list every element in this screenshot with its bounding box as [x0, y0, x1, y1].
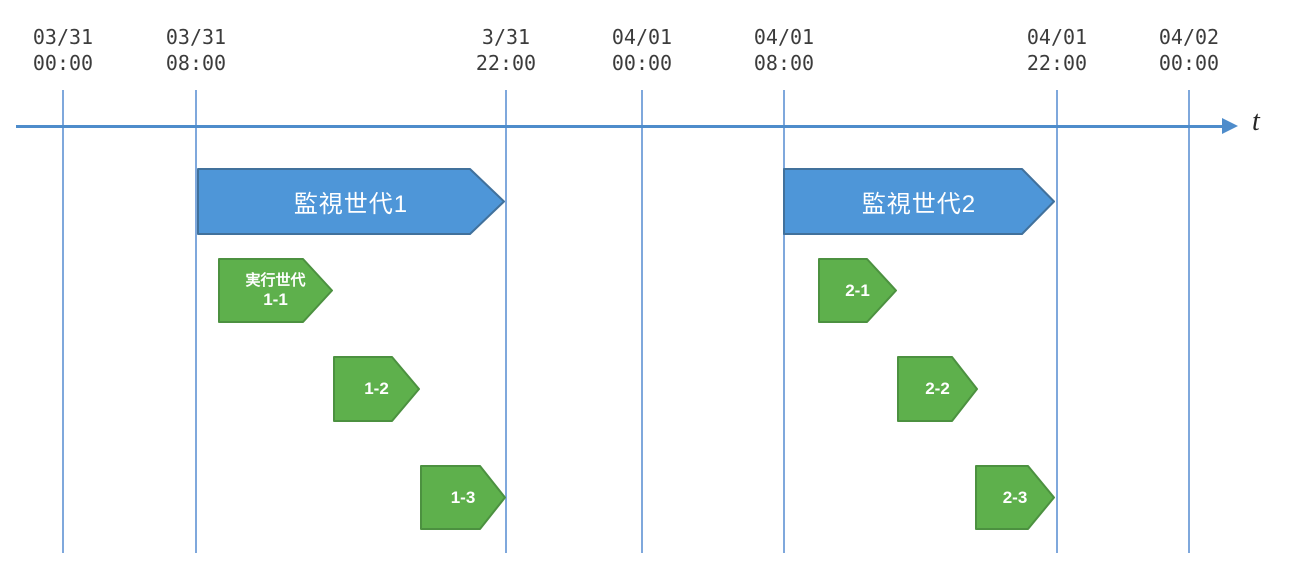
tick-time: 00:00: [611, 51, 673, 75]
exec-generation-1-3-label: 1-3: [450, 487, 476, 507]
monitor-generation-1-bar: 監視世代1: [197, 168, 505, 235]
exec-generation-1-1-chevron: 実行世代 1-1: [218, 258, 333, 323]
tick-date: 04/01: [611, 25, 673, 49]
exec-generation-2-1-label: 2-1: [845, 280, 870, 300]
arrow-bar-shape: [197, 168, 505, 235]
exec-generation-2-3-chevron: 2-3: [975, 465, 1055, 530]
tick-time: 22:00: [475, 51, 537, 75]
exec-generation-title: 実行世代: [245, 271, 306, 289]
monitor-generation-2-label: 監視世代2: [861, 191, 977, 218]
tick-label-0331-0000: 03/31 00:00: [33, 24, 93, 76]
arrow-chevron-shape: [975, 465, 1055, 530]
time-axis-line: [16, 125, 1224, 128]
tick-label-0401-2200: 04/01 22:00: [1027, 24, 1087, 76]
tick-label-0402-0000: 04/02 00:00: [1159, 24, 1219, 76]
tick-time: 00:00: [1158, 51, 1220, 75]
tick-label-0331-2200: 3/31 22:00: [476, 24, 536, 76]
tick-date: 04/01: [1026, 25, 1088, 49]
time-axis-arrowhead-icon: [1222, 118, 1238, 134]
exec-generation-1-2-chevron: 1-2: [333, 356, 420, 422]
exec-generation-1-1-label: 実行世代 1-1: [218, 258, 363, 323]
tick-time: 08:00: [753, 51, 815, 75]
gridline: [1188, 90, 1190, 553]
tick-date: 04/01: [753, 25, 815, 49]
exec-generation-2-3-label: 2-3: [1002, 487, 1028, 507]
time-axis-label: t: [1252, 106, 1260, 137]
arrow-chevron-shape: [818, 258, 897, 323]
arrow-chevron-shape: [333, 356, 420, 422]
arrow-chevron-shape: [218, 258, 333, 323]
gridline: [505, 90, 507, 553]
arrow-chevron-shape: [420, 465, 506, 530]
gridline: [195, 90, 197, 553]
exec-generation-2-1-chevron: 2-1: [818, 258, 897, 323]
tick-label-0331-0800: 03/31 08:00: [166, 24, 226, 76]
exec-generation-2-2-label: 2-2: [925, 379, 950, 398]
exec-generation-number: 1-1: [263, 289, 288, 309]
tick-time: 00:00: [32, 51, 94, 75]
arrow-bar-shape: [783, 168, 1055, 235]
tick-date: 3/31: [481, 25, 531, 49]
arrow-chevron-shape: [897, 356, 978, 422]
tick-label-0401-0800: 04/01 08:00: [754, 24, 814, 76]
gridline: [1056, 90, 1058, 553]
tick-date: 03/31: [165, 25, 227, 49]
gridline: [783, 90, 785, 553]
tick-time: 08:00: [165, 51, 227, 75]
gridline: [641, 90, 643, 553]
exec-generation-1-2-label: 1-2: [364, 379, 389, 398]
monitor-generation-1-label: 監視世代1: [293, 191, 409, 218]
tick-date: 04/02: [1158, 25, 1220, 49]
tick-label-0401-0000: 04/01 00:00: [612, 24, 672, 76]
tick-date: 03/31: [32, 25, 94, 49]
monitor-generation-2-bar: 監視世代2: [783, 168, 1055, 235]
exec-generation-2-2-chevron: 2-2: [897, 356, 978, 422]
exec-generation-1-3-chevron: 1-3: [420, 465, 506, 530]
tick-time: 22:00: [1026, 51, 1088, 75]
gridline: [62, 90, 64, 553]
